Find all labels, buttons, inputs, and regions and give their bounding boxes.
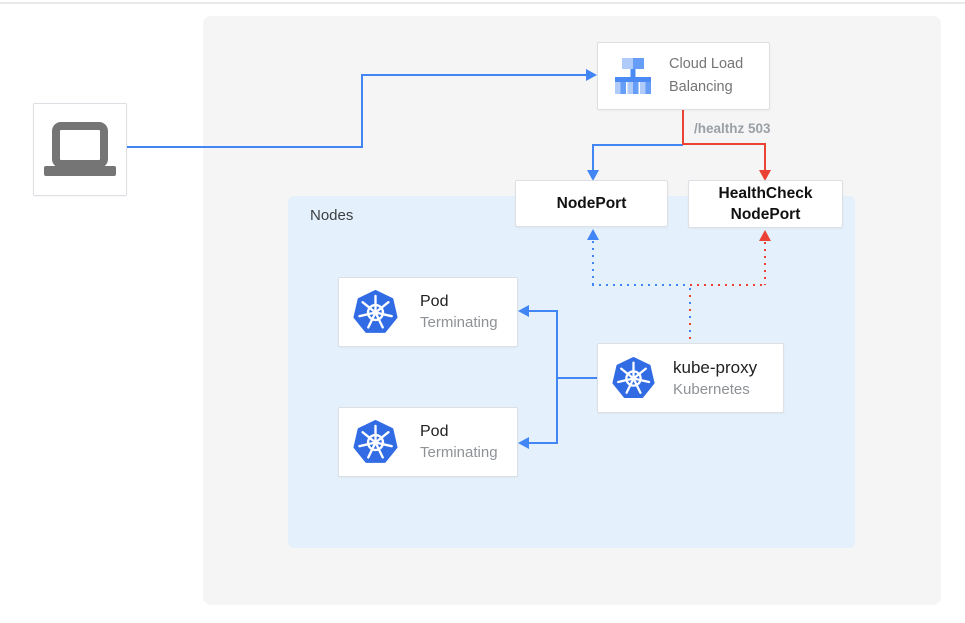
arrowhead-into-healthcheck-nodeport [759,170,771,181]
edge-kubeproxy-to-nodeport-dotted-v [592,241,594,285]
edge-to-pod2-h [529,442,557,444]
edge-to-pod1-h [529,310,557,312]
edge-clb-healthz-h [682,143,766,145]
kubernetes-icon [353,289,398,333]
edge-clb-to-nodeport-v [592,144,594,171]
arrowhead-into-pod1 [518,305,529,317]
arrowhead-into-pod2 [518,437,529,449]
client-node [33,103,127,196]
kube-proxy-subtitle: Kubernetes [673,381,750,398]
kube-proxy-node: kube-proxy Kubernetes [597,343,784,413]
nodes-panel-label: Nodes [310,207,354,224]
edge-kubeproxy-dotted-stem [689,288,691,343]
healthcheck-nodeport-node: HealthCheck NodePort [688,180,843,228]
pod-terminating-node-1: Pod Terminating [338,277,518,347]
arrowhead-up-into-nodeport [587,229,599,240]
kubernetes-icon [612,356,655,398]
pod-terminating-node-2: Pod Terminating [338,407,518,477]
edge-kubeproxy-to-healthcheck-dotted-h [690,284,766,286]
arrowhead-into-nodeport [587,170,599,181]
edge-kubeproxy-to-pods-h [556,377,597,379]
edge-kubeproxy-to-nodeport-dotted-h [592,284,690,286]
kubernetes-icon [353,419,398,463]
pod-text: Pod Terminating [420,291,498,333]
edge-clb-to-nodeport-h [592,144,683,146]
pod-status: Terminating [420,314,498,331]
top-divider [0,2,965,4]
edge-client-to-clb-v [361,74,363,148]
healthcheck-nodeport-label: HealthCheck NodePort [718,185,813,223]
healthz-503-label: /healthz 503 [694,121,771,136]
edge-client-to-clb-h2 [361,74,587,76]
arrowhead-into-clb [586,69,597,81]
nodeport-node: NodePort [515,180,668,227]
cloud-load-balancing-label: Cloud Load Balancing [669,56,744,95]
kube-proxy-title: kube-proxy [673,358,758,377]
edge-client-to-clb-h1 [127,146,363,148]
edge-kubeproxy-to-pods-v [556,310,558,444]
edge-clb-healthz-v1 [682,110,684,145]
pod-title: Pod [420,293,449,310]
arrowhead-up-into-healthcheck-nodeport [759,230,771,241]
edge-clb-healthz-v2 [764,143,766,171]
cloud-load-balancing-node: Cloud Load Balancing [597,42,770,110]
pod-text: Pod Terminating [420,421,498,463]
pod-status: Terminating [420,444,498,461]
laptop-icon [44,121,116,176]
nodeport-label: NodePort [556,195,627,212]
cloud-load-balancing-icon [615,58,651,94]
pod-title: Pod [420,423,449,440]
edge-kubeproxy-to-healthcheck-dotted-v [764,242,766,285]
kube-proxy-text: kube-proxy Kubernetes [673,356,757,400]
